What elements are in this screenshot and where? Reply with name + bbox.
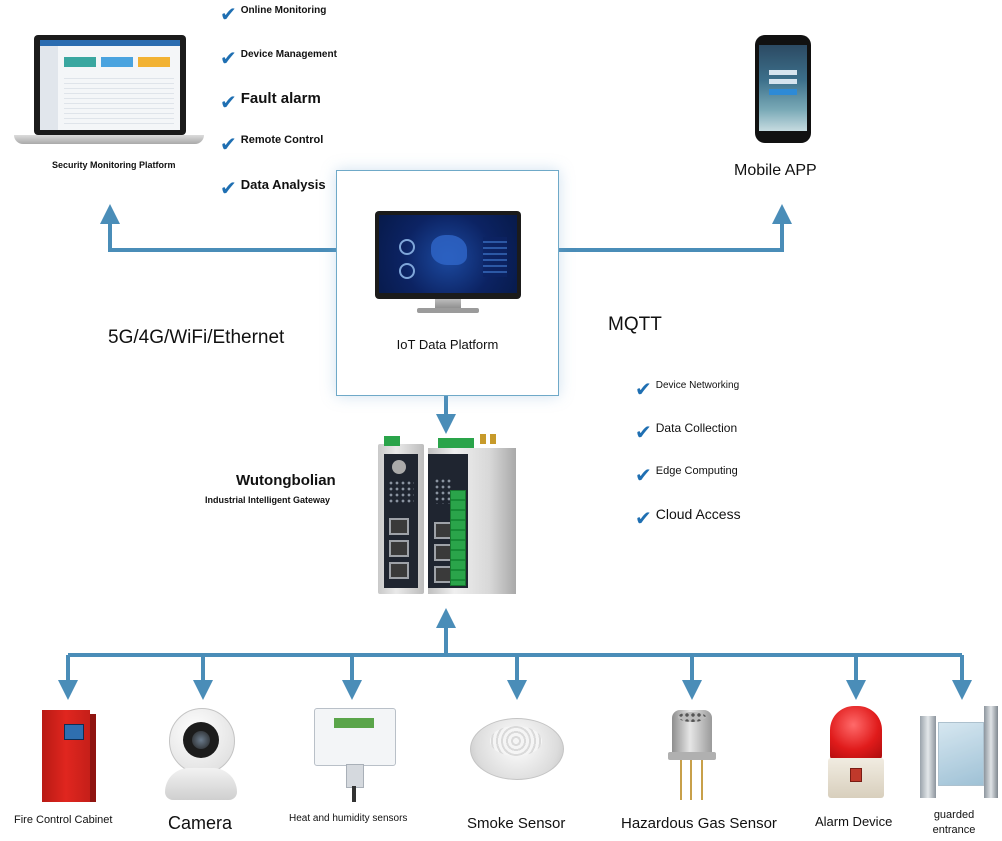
checkmark-icon: ✔ (220, 176, 237, 200)
arrow-to-security-platform (100, 204, 336, 252)
alarm-light-icon (826, 706, 886, 798)
device-label: Fire Control Cabinet (14, 814, 113, 826)
checkmark-icon: ✔ (635, 506, 652, 530)
feature-label: Remote Control (240, 134, 324, 146)
feature-label: Cloud Access (655, 506, 741, 522)
device-label: Hazardous Gas Sensor (621, 815, 777, 832)
checkmark-icon: ✔ (220, 2, 237, 26)
gateway-name: Wutongbolian (236, 472, 336, 489)
camera-icon (165, 708, 241, 800)
device-label: guarded entrance (932, 809, 976, 836)
feature-item: ✔ Remote Control (220, 130, 324, 154)
gas-sensor-icon (668, 710, 716, 800)
feature-item: ✔ Data Collection (635, 418, 738, 442)
gateway-device-icon (376, 432, 518, 594)
iot-platform-label: IoT Data Platform (396, 337, 499, 352)
feature-item: ✔ Online Monitoring (220, 0, 327, 24)
checkmark-icon: ✔ (220, 46, 237, 70)
feature-item: ✔ Device Management (220, 44, 337, 68)
fire-control-cabinet-icon (42, 710, 96, 802)
feature-label: Fault alarm (240, 89, 321, 107)
smartphone-icon (755, 35, 811, 143)
protocol-label: MQTT (608, 314, 662, 335)
feature-label: Online Monitoring (240, 4, 327, 16)
feature-label: Data Analysis (240, 176, 326, 192)
gateway-subtitle: Industrial Intelligent Gateway (205, 495, 331, 505)
checkmark-icon: ✔ (220, 90, 237, 114)
humidity-sensor-icon (312, 708, 396, 802)
smoke-sensor-icon (470, 712, 564, 784)
checkmark-icon: ✔ (220, 132, 237, 156)
feature-item: ✔ Fault alarm (220, 88, 321, 113)
gate-icon (920, 706, 1000, 798)
mobile-app-label: Mobile APP (734, 162, 817, 179)
feature-item: ✔ Device Networking (635, 375, 740, 399)
security-platform-label: Security Monitoring Platform (52, 160, 176, 170)
laptop-icon (14, 35, 204, 147)
feature-label: Device Networking (655, 379, 740, 391)
device-label: Alarm Device (815, 814, 893, 829)
checkmark-icon: ✔ (635, 463, 652, 487)
device-label: Smoke Sensor (467, 815, 566, 832)
device-label: Heat and humidity sensors (289, 813, 408, 824)
feature-label: Device Management (240, 48, 337, 60)
feature-item: ✔ Cloud Access (635, 504, 741, 528)
monitor-icon (375, 211, 521, 321)
checkmark-icon: ✔ (635, 377, 652, 401)
connectivity-label: 5G/4G/WiFi/Ethernet (108, 327, 285, 348)
device-label: Camera (168, 813, 233, 833)
feature-item: ✔ Data Analysis (220, 174, 326, 199)
feature-label: Data Collection (655, 421, 738, 435)
checkmark-icon: ✔ (635, 420, 652, 444)
feature-item: ✔ Edge Computing (635, 461, 738, 485)
arrow-to-mobile-app (557, 204, 792, 252)
feature-label: Edge Computing (655, 465, 738, 477)
iot-platform-box: IoT Data Platform (336, 170, 559, 396)
